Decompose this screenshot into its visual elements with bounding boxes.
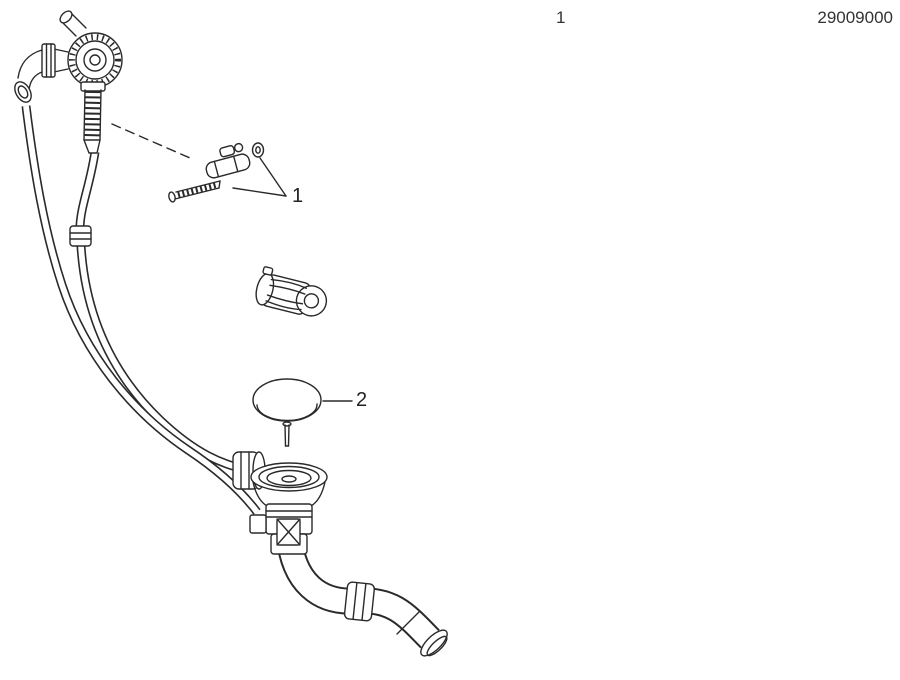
overflow-port [249,514,267,534]
dashed-leader-part1 [111,123,191,159]
bath-filler-valve [14,10,123,154]
part-2-drain-cap [252,378,353,447]
drain-strainer [250,462,328,492]
figure-index: 1 [556,8,566,27]
waste-drain-assembly [232,451,448,657]
screw-head [168,191,176,203]
hose-coupling [69,225,92,247]
product-number: 29009000 [817,8,893,27]
leader-line-part1 [232,187,287,197]
callout-label-2: 2 [356,389,368,411]
elbow-coupling-nut [343,581,376,622]
cartridge-insert [255,266,328,317]
part-1-actuator-set [168,142,287,203]
waste-tee-body [249,503,313,555]
flexible-hoses [21,105,261,515]
hex-union-nut [41,43,56,78]
callout-label-1: 1 [292,185,304,207]
retaining-ring [251,142,265,158]
cap-pin [282,421,292,427]
actuator-pin-body [205,142,251,179]
